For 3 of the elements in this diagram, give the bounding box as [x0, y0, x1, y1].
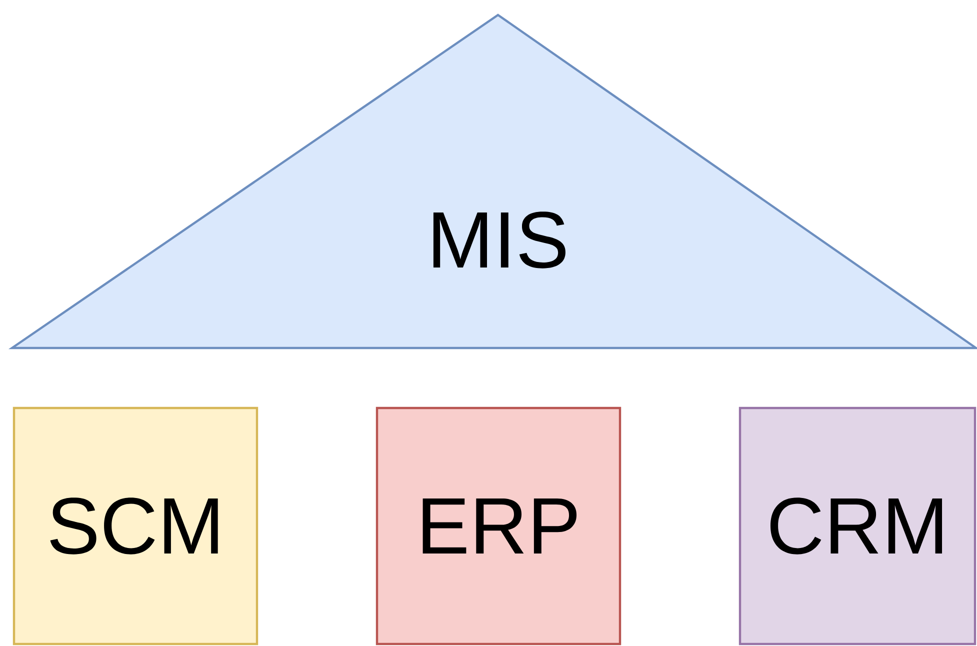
module-box: SCM [12, 406, 258, 646]
module-box: CRM [738, 406, 976, 646]
module-box: ERP [376, 406, 622, 646]
